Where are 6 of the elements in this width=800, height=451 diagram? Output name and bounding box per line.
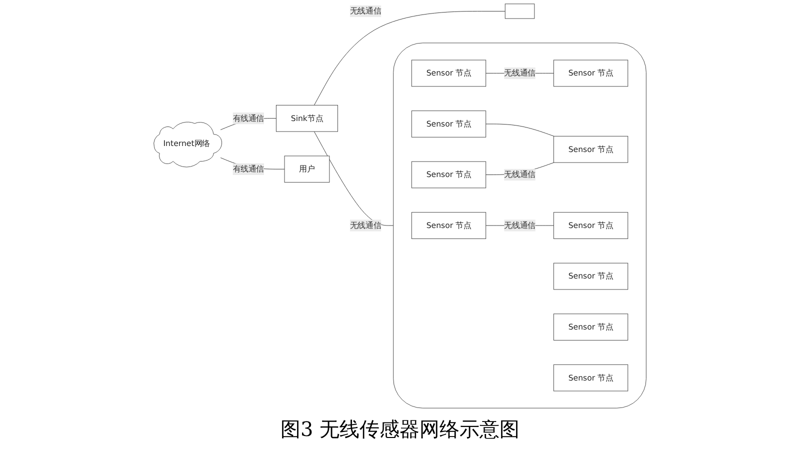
connector bbox=[486, 124, 554, 136]
node-box bbox=[504, 4, 535, 19]
cluster bbox=[393, 42, 646, 408]
connector bbox=[314, 131, 394, 226]
connector bbox=[314, 10, 506, 106]
figure-caption: 图3 无线传感器网络示意图 bbox=[280, 416, 520, 443]
